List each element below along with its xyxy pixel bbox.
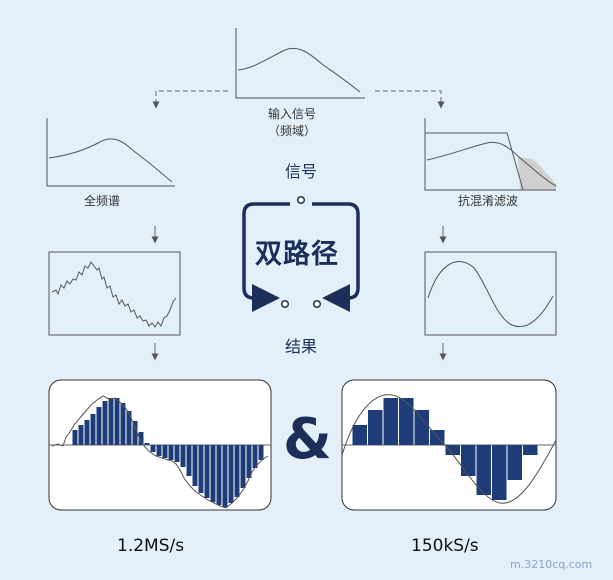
sample-bar [507, 445, 522, 480]
signal-label: 信号 [284, 162, 317, 181]
sample-bar [383, 398, 398, 445]
sample-bar [399, 398, 414, 445]
sample-bar [240, 445, 246, 488]
sample-bar [252, 445, 258, 468]
input-spectrum-plot [235, 28, 365, 99]
sample-bar [102, 401, 108, 445]
sample-bar [126, 411, 132, 445]
sample-bar [138, 432, 144, 445]
dashed-arrow-left [152, 90, 228, 109]
sample-bar [234, 445, 240, 497]
full-spectrum-label: 全频谱 [83, 194, 120, 208]
sample-bar [186, 445, 192, 476]
sample-bar [228, 445, 234, 503]
sample-bar [210, 445, 216, 502]
anti-alias-label: 抗混淆滤波 [457, 194, 518, 208]
input-signal-label: 输入信号 [267, 107, 316, 121]
sample-bar [492, 445, 507, 500]
sample-bars-right [352, 398, 538, 500]
sample-bar [144, 443, 150, 445]
dual-path-loop [242, 195, 360, 312]
sample-bar [204, 445, 210, 498]
sample-bar [156, 445, 162, 456]
sample-bar [258, 445, 264, 460]
result-panel-right [341, 379, 557, 511]
sample-bar [368, 410, 383, 445]
sample-bar [198, 445, 204, 493]
sample-bar [162, 445, 168, 458]
sample-bar [84, 420, 90, 445]
sample-bar [132, 421, 138, 445]
sample-bar [523, 445, 538, 455]
filtered-signal-time-plot [424, 251, 557, 336]
sample-bar [461, 445, 476, 476]
freq-domain-label: （频域） [267, 124, 316, 138]
rate-right: 150kS/s [411, 536, 479, 556]
full-spectrum-plot [46, 118, 175, 187]
watermark: m.3210cq.com [510, 558, 593, 571]
sample-bar [192, 445, 198, 486]
sample-bar [96, 407, 102, 445]
sample-bar [72, 430, 78, 445]
dashed-arrow-right [375, 90, 445, 109]
sample-bar [168, 445, 174, 460]
anti-alias-filter-plot [424, 118, 557, 191]
result-label: 结果 [284, 337, 317, 356]
sample-bar [114, 398, 120, 445]
sample-bars-left [72, 398, 264, 507]
sample-bar [222, 445, 228, 507]
ampersand: & [283, 407, 332, 472]
full-signal-time-plot [48, 251, 181, 336]
rate-left: 1.2MS/s [117, 536, 185, 556]
result-panel-left [48, 379, 272, 511]
sample-bar [445, 445, 460, 455]
sample-bar [150, 445, 156, 452]
sample-bar [352, 425, 367, 445]
sample-bar [78, 425, 84, 445]
sample-bar [174, 445, 180, 462]
sample-bar [476, 445, 491, 495]
sample-bar [180, 445, 186, 467]
sample-bar [246, 445, 252, 478]
sample-bar [216, 445, 222, 505]
dual-path-title: 双路径 [255, 239, 339, 270]
sample-bar [90, 414, 96, 445]
sample-bar [414, 410, 429, 445]
sample-bar [120, 403, 126, 445]
sample-bar [108, 398, 114, 445]
